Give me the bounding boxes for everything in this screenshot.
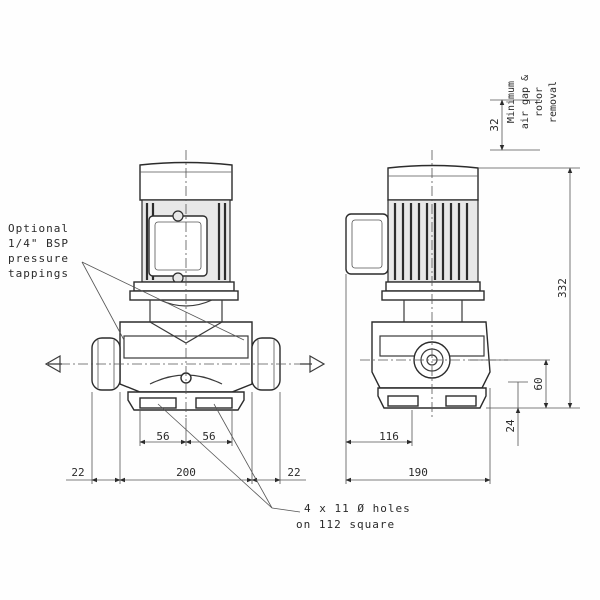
dim-24: 24 (504, 419, 517, 433)
dim-332: 332 (556, 278, 569, 298)
airgap-note-line3: rotor (534, 87, 545, 117)
dim-22-left: 22 (71, 466, 84, 479)
side-terminal-box (345, 213, 389, 275)
holes-leader (157, 403, 273, 509)
side-motor-fins (393, 203, 469, 280)
dimension-lines (66, 99, 580, 513)
dim-22-right: 22 (287, 466, 300, 479)
tappings-leader (81, 261, 125, 341)
airgap-note-line1: Minimum (506, 81, 517, 123)
front-terminal-box (148, 215, 208, 277)
front-view (44, 150, 326, 418)
holes-note-line1: 4 x 11 Ø holes (304, 502, 411, 515)
dim-56-left: 56 (156, 430, 169, 443)
flow-arrow-right-icon (300, 354, 326, 374)
dim-32: 32 (488, 118, 501, 131)
dim-116: 116 (379, 430, 399, 443)
side-motor-body (387, 199, 479, 283)
dim-60: 60 (532, 377, 545, 390)
dim-56-right: 56 (202, 430, 215, 443)
tappings-note-line4: tappings (8, 267, 69, 280)
dim-190: 190 (408, 466, 428, 479)
airgap-note-line4: removal (548, 81, 559, 123)
side-motor-cap (387, 164, 479, 201)
holes-note-line2: on 112 square (296, 518, 395, 531)
tappings-note-line3: pressure (8, 252, 69, 265)
side-view (345, 150, 508, 418)
tappings-note-line2: 1/4" BSP (8, 237, 69, 250)
flow-arrow-left-icon (44, 354, 62, 374)
gland-top-icon (172, 210, 184, 222)
annotations: Optional 1/4" BSP pressure tappings 4 x … (8, 75, 569, 531)
airgap-note-line2: air gap & (520, 75, 531, 129)
tappings-note-line1: Optional (8, 222, 69, 235)
dim-200: 200 (176, 466, 196, 479)
